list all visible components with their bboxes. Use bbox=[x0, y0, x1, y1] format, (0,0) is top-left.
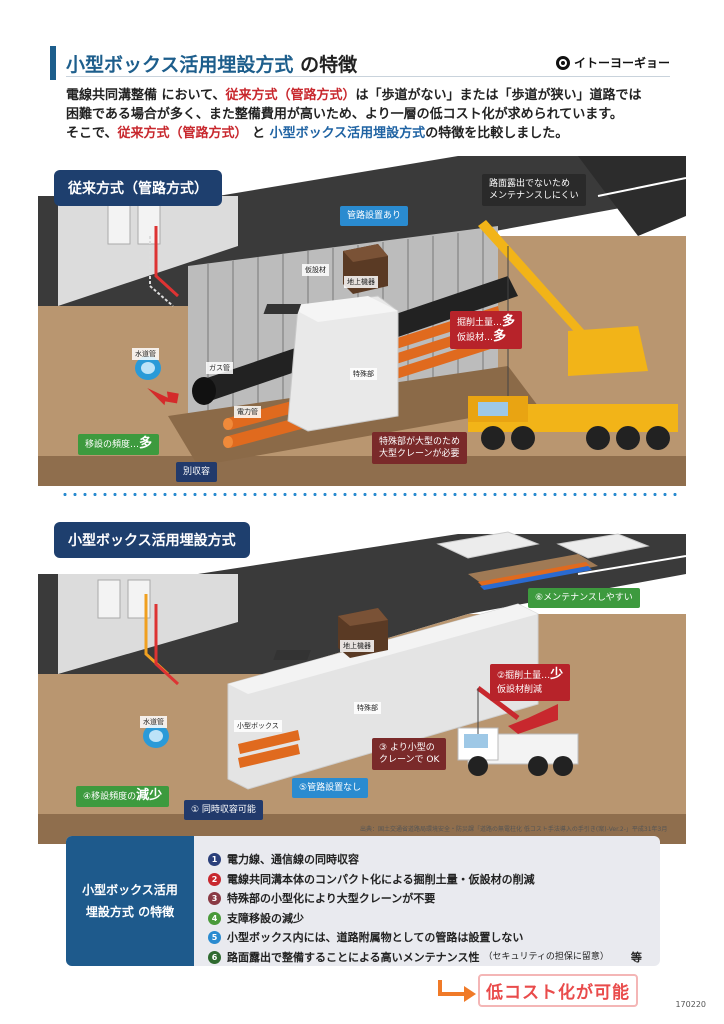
features-list: 1 電力線、通信線の同時収容 2 電線共同溝本体のコンパクト化による掘削土量・仮… bbox=[208, 850, 642, 967]
callout-excavation: 掘削土量…多 仮設材…多 bbox=[450, 311, 523, 349]
intro-text: 電線共同溝整備 において、 bbox=[66, 88, 226, 103]
features-label-suffix: の特徴 bbox=[133, 905, 175, 919]
callout-simultaneous-storage: ① 同時収容可能 bbox=[184, 800, 263, 820]
feature-note: （セキュリティの担保に留意） bbox=[483, 951, 609, 962]
page-title-main: 小型ボックス活用埋設方式 bbox=[66, 54, 294, 76]
section-divider bbox=[60, 493, 680, 496]
callout-relocation-reduced-text: ④移設頻度の bbox=[83, 792, 137, 802]
feature-item: 6 路面露出で整備することによる高いメンテナンス性 （セキュリティの担保に留意）… bbox=[208, 948, 642, 968]
intro-text: は「歩道がない」または「歩道が狭い」道路では bbox=[355, 88, 642, 103]
callout-no-pipe: ⑤管路設置なし bbox=[292, 778, 369, 798]
callout-maintenance: ⑥メンテナンスしやすい bbox=[528, 588, 640, 608]
feature-etc: 等 bbox=[630, 950, 642, 964]
feature-item: 1 電力線、通信線の同時収容 bbox=[208, 850, 642, 870]
section-label-conventional: 従来方式（管路方式） bbox=[54, 170, 222, 206]
callout-excavation-small-amount: 少 bbox=[550, 667, 564, 682]
feature-number-badge: 2 bbox=[208, 872, 221, 886]
title-accent-bar bbox=[50, 46, 56, 80]
title-bar: 小型ボックス活用埋設方式 の特徴 イトーヨーギョー bbox=[50, 46, 670, 80]
callout-relocation-reduced: ④移設頻度の減少 bbox=[76, 786, 170, 807]
feature-number-badge: 5 bbox=[208, 931, 221, 945]
feature-text: 電力線、通信線の同時収容 bbox=[227, 853, 359, 866]
intro-text: と bbox=[247, 126, 270, 141]
callout-smaller-crane: ③ より小型の クレーンで OK bbox=[372, 738, 447, 770]
intro-highlight-smallbox: 小型ボックス活用埋設方式 bbox=[269, 126, 426, 141]
intro-highlight-conventional: 従来方式（管路方式） bbox=[225, 88, 356, 103]
callout-excavation-amount: 多 bbox=[502, 314, 516, 329]
callout-relocation-reduced-emphasis: 減少 bbox=[136, 788, 163, 803]
callout-relocation-text: 移設の頻度… bbox=[85, 440, 140, 450]
callout-temporary-reduction: 仮設材削減 bbox=[497, 685, 543, 695]
label-special-part: 特殊部 bbox=[350, 368, 377, 380]
feature-number-badge: 1 bbox=[208, 853, 221, 867]
label-sheet-pile: 仮設材 bbox=[302, 264, 329, 276]
callout-temporary-amount: 多 bbox=[493, 329, 507, 344]
intro-highlight-conventional: 従来方式（管路方式） bbox=[117, 126, 248, 141]
label-gas-pipe: ガス管 bbox=[206, 362, 233, 374]
feature-number-badge: 4 bbox=[208, 911, 221, 925]
feature-text: 特殊部の小型化により大型クレーンが不要 bbox=[227, 892, 436, 905]
intro-text: そこで、 bbox=[66, 126, 118, 141]
label-water-pipe: 水道管 bbox=[132, 348, 159, 360]
conclusion: 低コスト化が可能 bbox=[438, 974, 638, 1007]
feature-number-badge: 3 bbox=[208, 892, 221, 906]
callout-large-crane: 特殊部が大型のため 大型クレーンが必要 bbox=[372, 432, 468, 464]
label-power-pipe: 電力管 bbox=[234, 406, 261, 418]
arrow-right-icon bbox=[438, 979, 476, 1002]
label-water-pipe: 水道管 bbox=[140, 716, 167, 728]
feature-text: 電線共同溝本体のコンパクト化による掘削土量・仮設材の削減 bbox=[227, 872, 535, 886]
callout-road-exposure: 路面露出でないため メンテナンスしにくい bbox=[482, 174, 586, 206]
page-title: 小型ボックス活用埋設方式 の特徴 bbox=[66, 50, 357, 77]
feature-text: 支障移設の減少 bbox=[227, 911, 304, 925]
label-small-box: 小型ボックス bbox=[234, 720, 282, 732]
feature-item: 4 支障移設の減少 bbox=[208, 909, 642, 929]
source-note: 出典：国土交通省道路局環境安全・防災課「道路の無電柱化 低コスト手法導入の手引き… bbox=[360, 826, 668, 833]
feature-item: 5 小型ボックス内には、道路附属物としての管路は設置しない bbox=[208, 928, 642, 948]
intro-paragraph: 電線共同溝整備 において、従来方式（管路方式）は「歩道がない」または「歩道が狭い… bbox=[66, 86, 686, 143]
features-label: 小型ボックス活用 埋設方式 の特徴 bbox=[66, 836, 194, 966]
features-label-line1: 小型ボックス活用 bbox=[82, 883, 178, 897]
intro-text: の特徴を比較しました。 bbox=[425, 126, 569, 141]
logo-text: イトーヨーギョー bbox=[573, 56, 670, 70]
company-logo: イトーヨーギョー bbox=[555, 54, 670, 71]
document-code: 170220 bbox=[675, 1000, 706, 1009]
callout-separate-storage: 別収容 bbox=[176, 462, 218, 482]
callout-excavation-small: ②掘削土量…少 仮設材削減 bbox=[490, 664, 571, 701]
features-box: 小型ボックス活用 埋設方式 の特徴 1 電力線、通信線の同時収容 2 電線共同溝… bbox=[66, 836, 660, 966]
feature-text: 路面露出で整備することによる高いメンテナンス性 bbox=[227, 950, 480, 964]
logo-mark-icon bbox=[555, 55, 570, 70]
conventional-illustration: 従来方式（管路方式） 路面露出でないため メンテナンスしにくい 管路設置あり 掘… bbox=[38, 156, 686, 486]
features-label-line2: 埋設方式 bbox=[85, 905, 134, 919]
callout-excavation-text: 掘削土量… bbox=[457, 318, 503, 328]
feature-item: 2 電線共同溝本体のコンパクト化による掘削土量・仮設材の削減 bbox=[208, 870, 642, 890]
feature-number-badge: 6 bbox=[208, 950, 221, 964]
intro-text: 困難である場合が多く、また整備費用が高いため、より一層の低コスト化が求められてい… bbox=[66, 107, 623, 122]
conclusion-text: 低コスト化が可能 bbox=[478, 974, 638, 1007]
page-title-suffix: の特徴 bbox=[300, 54, 358, 76]
title-rule bbox=[66, 76, 670, 77]
callout-pipe-installed: 管路設置あり bbox=[340, 206, 409, 226]
callout-excavation-small-text: ②掘削土量… bbox=[497, 671, 551, 681]
label-ground-equipment: 地上機器 bbox=[340, 640, 374, 652]
label-special-part: 特殊部 bbox=[354, 702, 381, 714]
smallbox-illustration: 小型ボックス活用埋設方式 ⑥メンテナンスしやすい ②掘削土量…少 仮設材削減 ③… bbox=[38, 504, 686, 844]
label-ground-equipment: 地上機器 bbox=[344, 276, 378, 288]
section-label-smallbox: 小型ボックス活用埋設方式 bbox=[54, 522, 250, 558]
feature-item: 3 特殊部の小型化により大型クレーンが不要 bbox=[208, 889, 642, 909]
callout-temporary-text: 仮設材… bbox=[457, 333, 494, 343]
feature-text: 小型ボックス内には、道路附属物としての管路は設置しない bbox=[227, 931, 524, 944]
callout-relocation-frequency: 移設の頻度…多 bbox=[78, 434, 160, 455]
callout-relocation-amount: 多 bbox=[139, 436, 153, 451]
